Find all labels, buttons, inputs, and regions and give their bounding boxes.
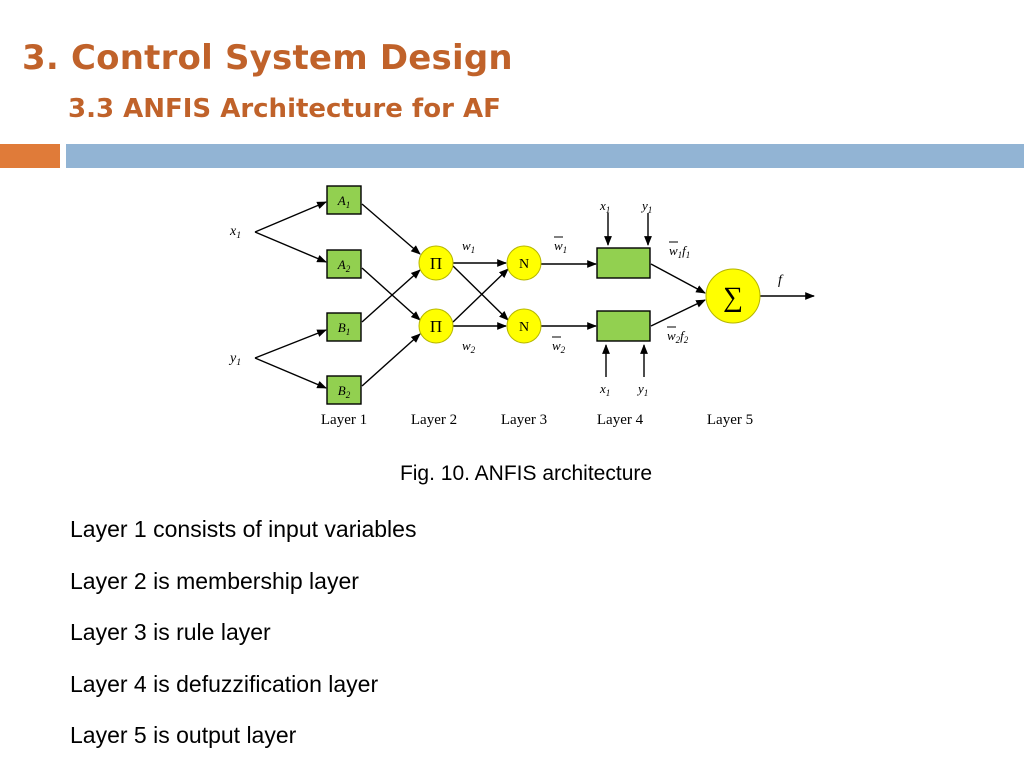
sum-node (705, 268, 761, 324)
header-band (66, 144, 1024, 168)
edge-a2-pi2 (361, 267, 421, 321)
norm-weight-w2-label: w2 (552, 338, 566, 355)
mf-node-b1-label: B1 (338, 320, 351, 337)
l4b-x1-label: x1 (599, 381, 610, 398)
layer-label-4: Layer 4 (597, 412, 644, 428)
layer-notes: Layer 1 consists of input variables Laye… (70, 512, 416, 770)
header-accent-bar (0, 144, 60, 168)
weight-w2-label: w2 (462, 338, 476, 355)
note-layer-2: Layer 2 is membership layer (70, 567, 359, 594)
edge-a1-pi1 (361, 203, 421, 255)
note-layer-3: Layer 3 is rule layer (70, 619, 271, 645)
l4a-x1-label: x1 (599, 198, 610, 215)
edge-pi2-n1 (452, 268, 509, 323)
layer-label-2: Layer 2 (411, 412, 457, 428)
mf-node-b2-label: B2 (338, 383, 351, 400)
edge-x1-a2 (254, 231, 327, 263)
defuzz-node-2 (596, 310, 651, 342)
edge-l4a-sum (650, 263, 706, 294)
layer-label-3: Layer 3 (501, 412, 547, 428)
l4b-y1-label: y1 (636, 381, 648, 398)
norm-node-1-symbol: N (519, 257, 529, 272)
sum-node-symbol: ∑ (723, 282, 743, 313)
edge-y1-b2 (254, 357, 327, 389)
nodes (326, 185, 761, 405)
product-node-1-symbol: Π (430, 254, 442, 273)
edge-l4b-sum (650, 299, 706, 327)
mf-node-a2-label: A2 (337, 257, 351, 274)
product-node-2 (418, 308, 454, 344)
mf-node-a2 (326, 249, 362, 279)
edge-x1-a1 (254, 201, 327, 233)
l4a-y1-label: y1 (640, 198, 652, 215)
figure-caption: Fig. 10. ANFIS architecture (399, 462, 653, 485)
mf-node-a1 (326, 185, 362, 215)
norm-node-2 (506, 308, 542, 344)
weight-w1-label: w1 (462, 238, 475, 255)
mf-node-a1-label: A1 (337, 193, 351, 210)
layer-label-1: Layer 1 (321, 412, 367, 428)
edge-b1-pi1 (361, 269, 421, 323)
input-y1-label: y1 (228, 351, 241, 368)
note-layer-1: Layer 1 consists of input variables (70, 516, 417, 542)
edge-b2-pi2 (361, 333, 421, 387)
note-layer-5: Layer 5 is output layer (70, 722, 297, 748)
connections (254, 201, 815, 389)
norm-node-1 (506, 245, 542, 281)
weighted-output-2-label: w2f2 (667, 328, 689, 345)
output-f-label: f (778, 273, 784, 288)
norm-node-2-symbol: N (519, 320, 529, 335)
input-x1-label: x1 (229, 224, 241, 241)
slide-subtitle: 3.3 ANFIS Architecture for AF (68, 94, 501, 124)
product-node-1 (418, 245, 454, 281)
mf-node-b2 (326, 375, 362, 405)
note-layer-4: Layer 4 is defuzzification layer (70, 670, 379, 697)
mf-node-b1 (326, 312, 362, 342)
norm-weight-w1-label: w1 (554, 238, 567, 255)
slide-title: 3. Control System Design (22, 38, 513, 78)
product-node-2-symbol: Π (430, 317, 442, 336)
defuzz-node-1 (596, 247, 651, 279)
edge-pi1-n2 (452, 265, 509, 321)
edge-y1-b1 (254, 329, 327, 359)
weighted-output-1-label: w1f1 (669, 243, 690, 260)
layer-label-5: Layer 5 (707, 412, 753, 428)
